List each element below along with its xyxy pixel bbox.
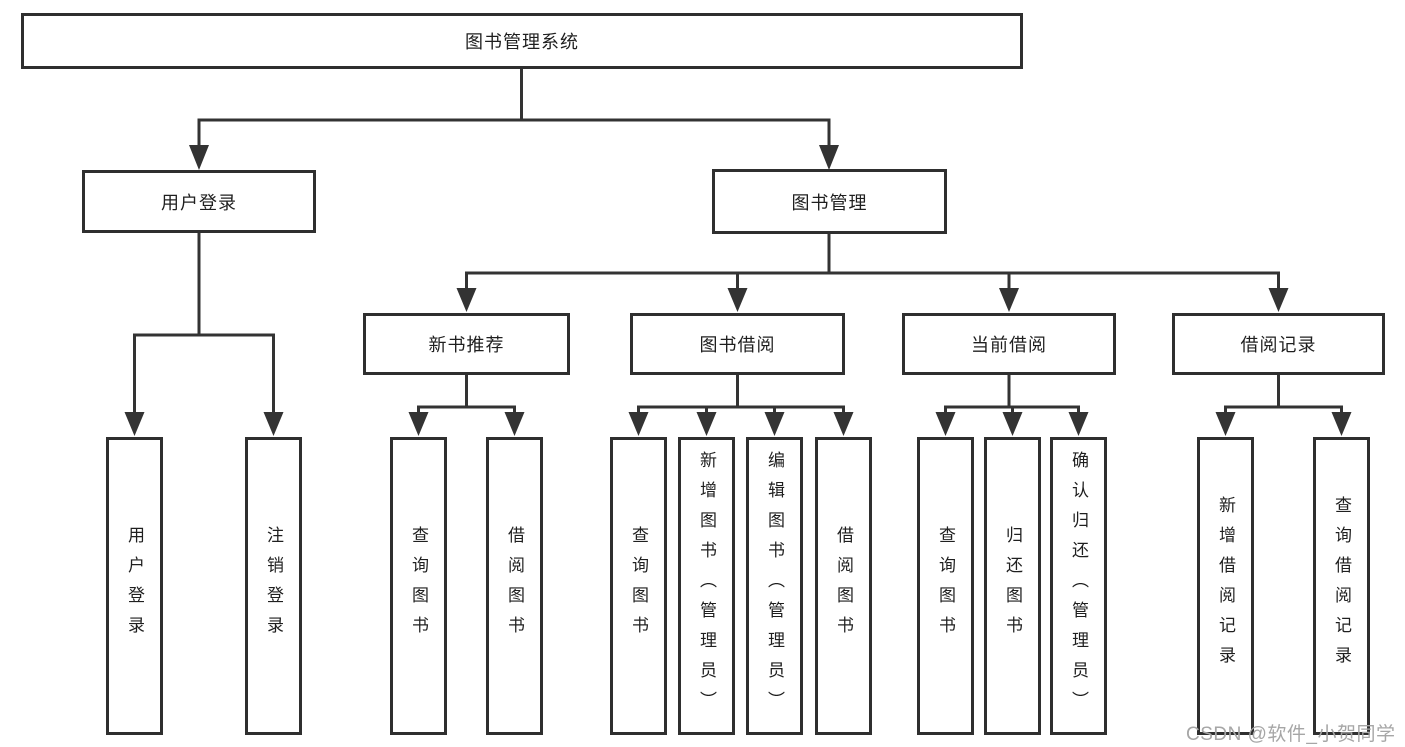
leaf-query-borrow-record: 查询借阅记录 [1313, 437, 1370, 735]
arrowhead-icons [124, 145, 1352, 436]
connector-lines-path [133, 68, 1343, 416]
leaf-edit-book-admin: 编辑图书（管理员） [746, 437, 803, 735]
leaf-query-books-borrow: 查询图书 [610, 437, 667, 735]
watermark: CSDN @软件_小贺同学 [1186, 724, 1396, 745]
node-user-login: 用户登录 [82, 170, 316, 233]
leaf-borrow-books-recommend: 借阅图书 [486, 437, 543, 735]
node-new-book-recommend: 新书推荐 [363, 313, 570, 375]
node-root: 图书管理系统 [21, 13, 1023, 69]
leaf-confirm-return-admin: 确认归还（管理员） [1050, 437, 1107, 735]
node-current-borrow: 当前借阅 [902, 313, 1116, 375]
leaf-user-login: 用户登录 [106, 437, 163, 735]
leaf-logout: 注销登录 [245, 437, 302, 735]
leaf-query-books-current: 查询图书 [917, 437, 974, 735]
node-book-borrow: 图书借阅 [630, 313, 845, 375]
leaf-return-book: 归还图书 [984, 437, 1041, 735]
leaf-add-borrow-record: 新增借阅记录 [1197, 437, 1254, 735]
leaf-borrow-books: 借阅图书 [815, 437, 872, 735]
node-book-management: 图书管理 [712, 169, 947, 234]
node-borrow-records: 借阅记录 [1172, 313, 1385, 375]
leaf-add-book-admin: 新增图书（管理员） [678, 437, 735, 735]
leaf-query-books-recommend: 查询图书 [390, 437, 447, 735]
